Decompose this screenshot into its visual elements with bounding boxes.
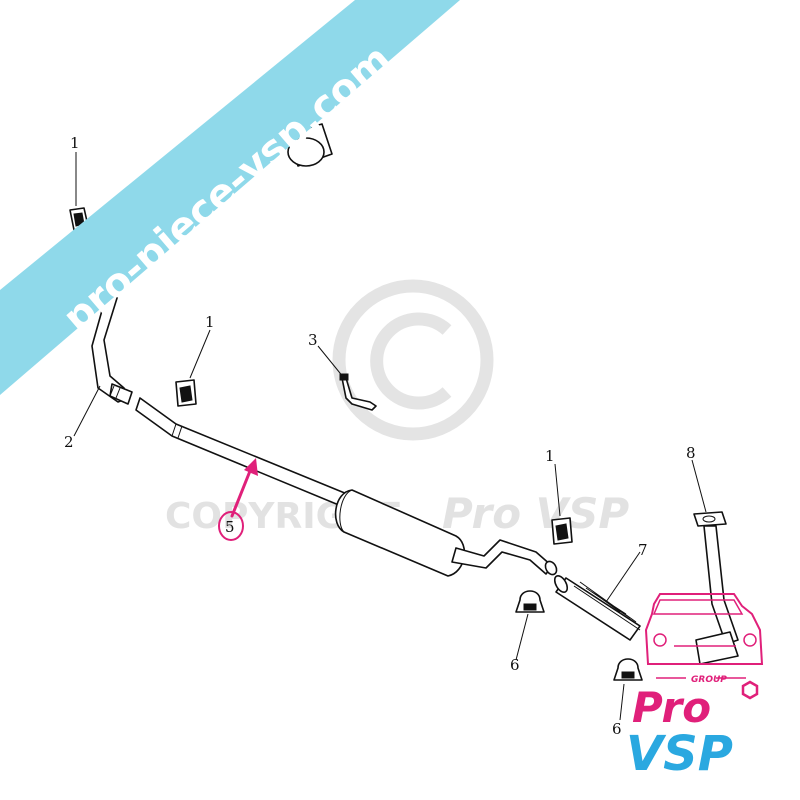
- callout-6-left: 6: [510, 656, 520, 674]
- hanger-rear: [551, 517, 573, 545]
- highlight-callout-5: [218, 458, 258, 541]
- pipe-end-collar: [109, 383, 133, 405]
- tailpipe: [451, 539, 553, 575]
- callout-8: 8: [686, 444, 696, 462]
- callout-5: 5: [225, 518, 235, 536]
- part-flex-joint: [553, 575, 641, 641]
- callout-numbers: 1 1 1 2 3 4 5 6 6 7 8: [64, 66, 696, 738]
- callout-1-rear: 1: [545, 447, 555, 465]
- middle-pipe: [135, 397, 353, 509]
- copyright-ring: [332, 279, 494, 441]
- logo-group-label: GROUP: [691, 675, 727, 685]
- part-silencer-assembly: [135, 397, 558, 577]
- watermark-brand-text: Pro VSP: [442, 489, 629, 538]
- logo-line-vsp: VSP: [626, 726, 733, 782]
- part-front-flange-pipe: [693, 511, 739, 665]
- callout-1-middle: 1: [205, 313, 215, 331]
- part-clamp-a: [515, 590, 545, 613]
- logo-hex-icon: [741, 680, 759, 700]
- callout-7: 7: [638, 541, 648, 559]
- leader-lines: [73, 83, 707, 721]
- callout-6-right: 6: [612, 720, 622, 738]
- copyright-watermark: COPYRIGHT Pro VSP: [165, 279, 629, 538]
- hanger-middle: [175, 379, 197, 407]
- callout-2: 2: [64, 433, 74, 451]
- logo-car-outline: [644, 593, 764, 665]
- silencer-box: [334, 489, 466, 577]
- banner-url-text: pro-piece-vsp.com: [55, 36, 401, 342]
- part-bracket: [339, 373, 377, 411]
- logo-line-pro: Pro: [632, 683, 711, 732]
- banner-stripe: [0, 0, 460, 395]
- callout-1-top: 1: [70, 134, 80, 152]
- copyright-c-glyph: [370, 312, 452, 410]
- callout-3: 3: [308, 331, 318, 349]
- provsp-logo: GROUP Pro VSP: [626, 593, 764, 782]
- part-clamp-b: [613, 658, 643, 681]
